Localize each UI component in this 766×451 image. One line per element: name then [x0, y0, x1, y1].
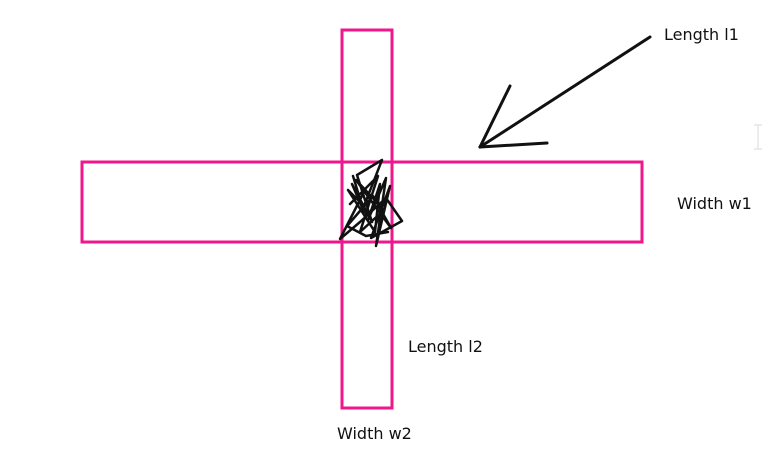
arrow-icon [478, 35, 652, 149]
scribble-mark [338, 158, 404, 248]
length-l1-label: Length l1 [664, 25, 739, 44]
length-l2-label: Length l2 [408, 337, 483, 356]
width-w1-label: Width w1 [677, 194, 752, 213]
arrow-head-upper [478, 84, 512, 149]
width-w2-label: Width w2 [337, 424, 412, 443]
horizontal-rectangle [80, 160, 644, 244]
text-cursor-icon [754, 124, 762, 150]
arrow-shaft [478, 35, 652, 149]
vertical-rectangle [340, 28, 394, 410]
arrow-head-lower [478, 141, 549, 149]
